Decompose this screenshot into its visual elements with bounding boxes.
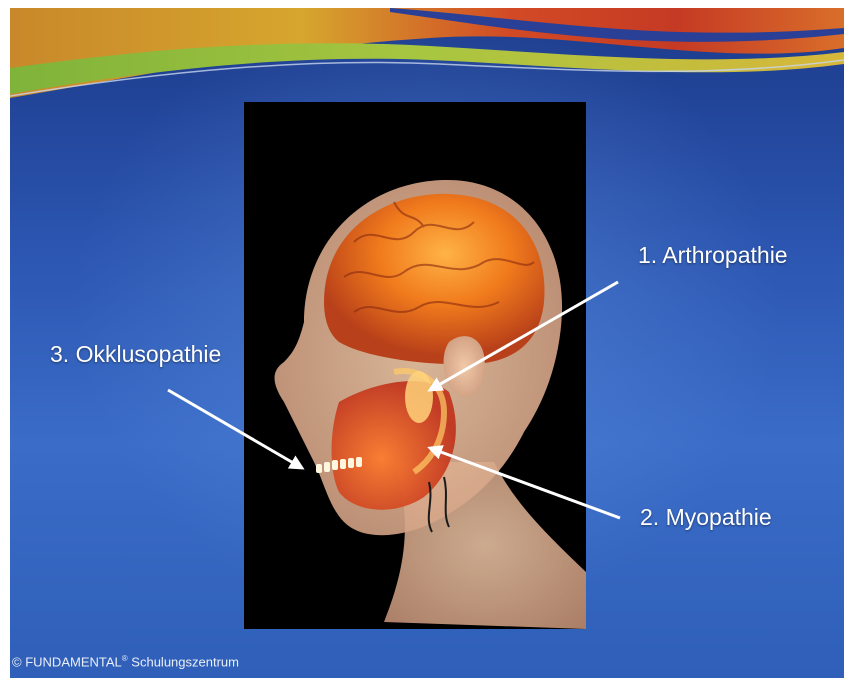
head-illustration	[244, 102, 586, 629]
label-arthropathie: 1. Arthropathie	[638, 242, 788, 269]
copyright-footer: © FUNDAMENTAL® Schulungszentrum	[12, 654, 239, 669]
copyright-symbol: ©	[12, 654, 22, 669]
footer-brand: FUNDAMENTAL	[25, 654, 122, 669]
header-wave-banner	[10, 8, 844, 108]
slide: 1. Arthropathie 2. Myopathie 3. Okklusop…	[10, 8, 844, 678]
label-okklusopathie: 3. Okklusopathie	[50, 341, 221, 368]
footer-suffix: Schulungszentrum	[131, 654, 239, 669]
registered-mark: ®	[122, 654, 128, 663]
label-myopathie: 2. Myopathie	[640, 504, 772, 531]
head-xray-image	[244, 102, 586, 629]
